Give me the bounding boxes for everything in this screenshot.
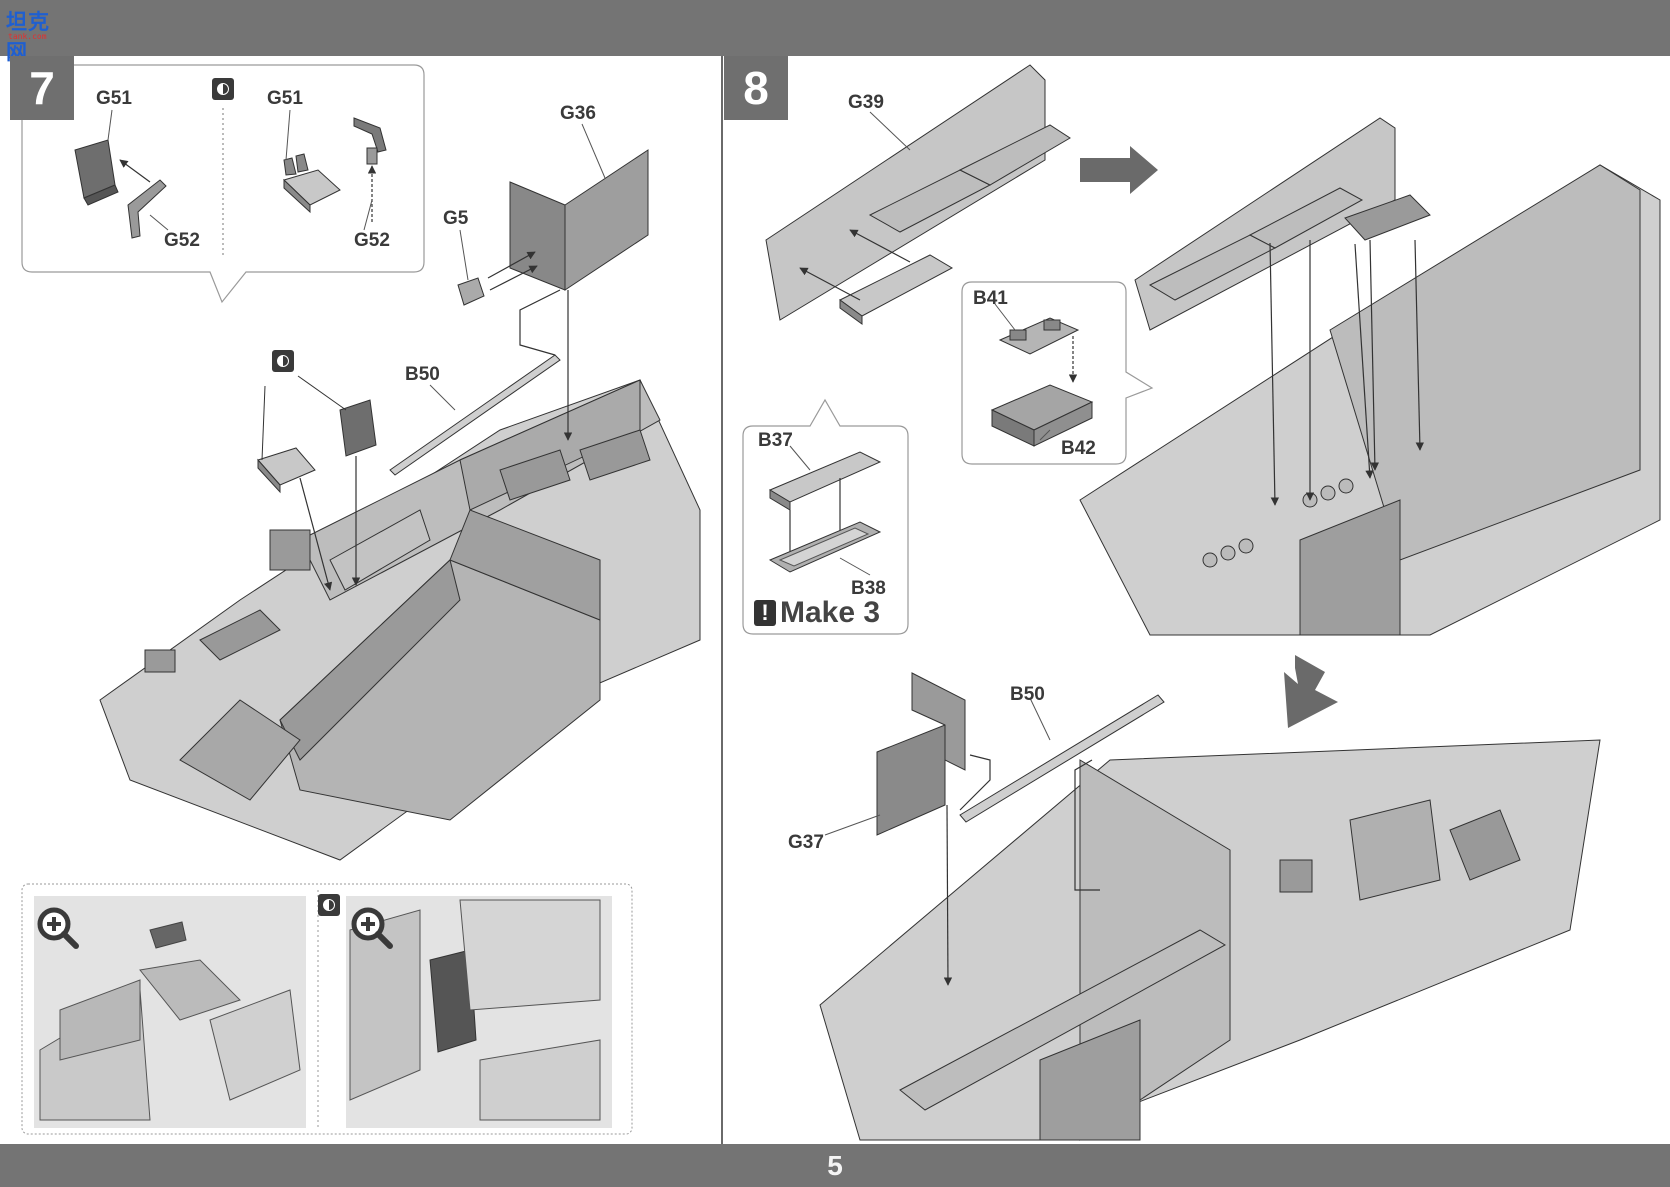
- alternate-option-icon: [318, 894, 340, 916]
- top-bar: 坦克网 tank.com: [0, 0, 1670, 64]
- zoom-right-art: [349, 899, 601, 1121]
- logo-main-text: 坦克网: [6, 10, 50, 64]
- step7-seat-back: [339, 399, 377, 457]
- g36-wall-panel: [509, 149, 649, 291]
- label-b38: B38: [851, 578, 886, 599]
- zoom-in-icon: [351, 907, 393, 949]
- label-g37: G37: [788, 832, 824, 853]
- label-g39: G39: [848, 92, 884, 113]
- label-b41: B41: [973, 288, 1008, 309]
- logo-sub-text: tank.com: [8, 32, 47, 41]
- label-b37: B37: [758, 430, 793, 451]
- step7-hull-assembly: [99, 379, 701, 861]
- step8-upper-hull: [1079, 117, 1661, 636]
- g51-seat-back-left: [74, 139, 119, 206]
- zoom-left-art: [39, 921, 301, 1121]
- step7-seat-cushion: [257, 447, 316, 494]
- step8-lower-hull: [819, 739, 1601, 1141]
- b50-rod-step8: [959, 694, 1165, 823]
- g52-bracket-left: [127, 179, 167, 239]
- g39-bench-wall: [765, 64, 1071, 321]
- g5-small-box: [457, 277, 485, 306]
- label-b50-step8: B50: [1010, 684, 1045, 705]
- page-number: 5: [827, 1150, 843, 1181]
- b41-part: [998, 317, 1080, 355]
- label-b50-step7: B50: [405, 364, 440, 385]
- step7-number: 7: [10, 56, 74, 120]
- step8-number: 8: [724, 56, 788, 120]
- label-g51-right: G51: [267, 88, 303, 109]
- alternate-option-icon: [212, 78, 234, 100]
- bottom-bar: 5: [0, 1144, 1670, 1187]
- zoom-in-icon: [37, 907, 79, 949]
- step-divider: [721, 56, 723, 1144]
- arrow-right-icon: [1080, 146, 1158, 194]
- g39-seat-cushion: [839, 254, 954, 325]
- label-b42: B42: [1061, 438, 1096, 459]
- leader-lines: [107, 109, 1051, 836]
- arrow-down-icon: [1284, 655, 1338, 728]
- b37-lid: [768, 451, 882, 511]
- g51-seat-cushion-right: [283, 153, 341, 214]
- warning-icon: !: [754, 600, 776, 626]
- g37-wall-panel: [876, 672, 966, 836]
- label-g52-left: G52: [164, 230, 200, 251]
- make-three-text: Make 3: [780, 596, 881, 629]
- b42-part: [990, 384, 1094, 447]
- label-g5: G5: [443, 208, 469, 229]
- label-g52-right: G52: [354, 230, 390, 251]
- alternate-option-icon: [272, 350, 294, 372]
- b38-base: [768, 521, 882, 573]
- make-three-note: ! Make 3: [754, 596, 880, 630]
- label-g36: G36: [560, 103, 596, 124]
- g52-bracket-right: [353, 117, 387, 165]
- b50-rod-step7: [389, 354, 561, 476]
- site-logo: 坦克网 tank.com: [6, 6, 70, 64]
- label-g51-left: G51: [96, 88, 132, 109]
